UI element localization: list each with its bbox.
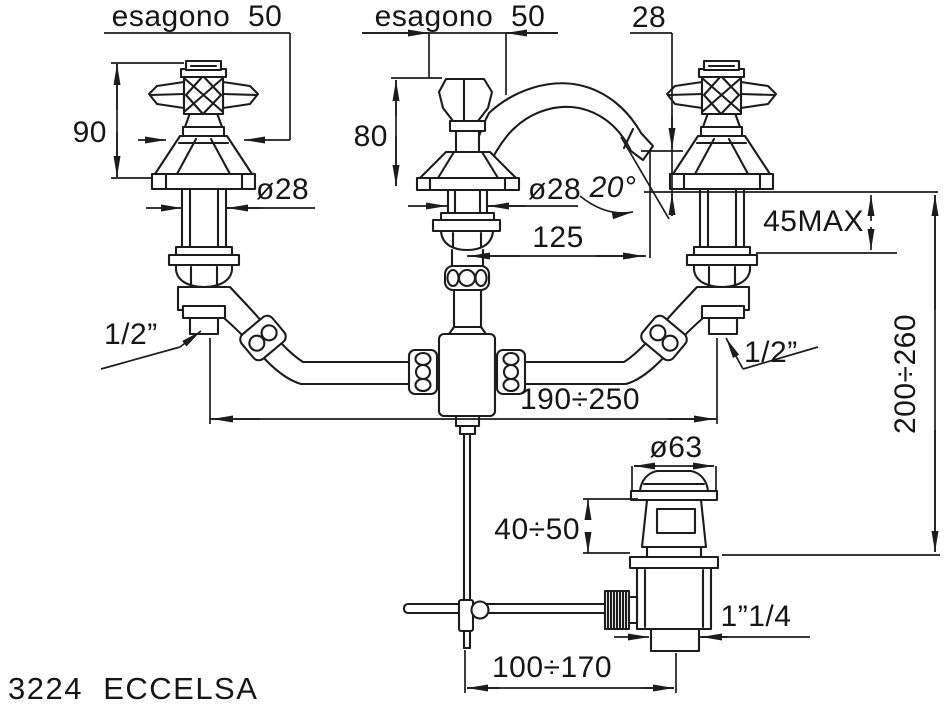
dim-label-connection-left: 1/2” bbox=[104, 318, 158, 351]
left-supply-pipe bbox=[176, 285, 415, 386]
spout-escutcheon-plate bbox=[431, 218, 502, 233]
dim-label-waste-thread: 1”1/4 bbox=[721, 600, 792, 633]
cross-nut-right bbox=[495, 348, 527, 396]
drain-assembly bbox=[603, 469, 720, 653]
spout-column bbox=[431, 187, 502, 336]
dim-label-left-height: 90 bbox=[73, 116, 107, 149]
dim-connection-left: 1/2” bbox=[100, 318, 202, 370]
product-code-title: 3224 ECCELSA bbox=[8, 671, 258, 706]
spout-cap-collar bbox=[448, 119, 487, 133]
dim-label-inlet-centers: 190÷250 bbox=[520, 383, 640, 416]
dim-lever-span: 100÷170 bbox=[464, 650, 677, 693]
dim-label-spout-reach: 125 bbox=[532, 221, 584, 254]
waste-tailpiece bbox=[649, 627, 701, 653]
lever-rod bbox=[402, 598, 610, 633]
dim-label-hex-left: esagono 50 bbox=[112, 0, 283, 33]
lever-joint-collar bbox=[457, 598, 475, 633]
overflow-window bbox=[655, 507, 697, 535]
knob-collar bbox=[627, 595, 639, 625]
cross-fitting bbox=[407, 332, 527, 436]
spout bbox=[415, 77, 655, 192]
knurl-hatching bbox=[606, 590, 628, 630]
lever-horizontal-rod bbox=[402, 602, 610, 615]
dim-label-supply-length: 200÷260 bbox=[889, 314, 922, 434]
right-supply-pipe bbox=[512, 285, 751, 386]
dim-deck-max: 45MAX bbox=[644, 191, 938, 254]
waste-main-body bbox=[635, 566, 713, 631]
dim-label-deck-max: 45MAX bbox=[763, 205, 864, 238]
dim-label-lever-span: 100÷170 bbox=[492, 651, 612, 684]
dim-waste-cap-dia: ø63 bbox=[631, 431, 717, 491]
dim-connection-right: 1/2” bbox=[725, 336, 819, 370]
dim-spout-reach: 125 bbox=[467, 221, 646, 260]
dim-waste-thread: 1”1/4 bbox=[614, 600, 810, 641]
spout-hex-cap bbox=[437, 77, 494, 123]
waste-flange bbox=[628, 555, 720, 570]
spout-hex-nut bbox=[439, 229, 495, 252]
dim-label-dia-left: ø28 bbox=[256, 173, 309, 206]
dim-label-hex-center: esagono 50 bbox=[375, 0, 546, 33]
dim-label-dia-center: ø28 bbox=[528, 173, 581, 206]
left-valve bbox=[147, 59, 260, 289]
spout-arm bbox=[469, 82, 655, 168]
cross-bottom-stub2 bbox=[458, 424, 477, 436]
dim-label-waste-cap-dia: ø63 bbox=[649, 431, 702, 464]
waste-upper-body bbox=[640, 498, 708, 549]
dim-label-connection-right: 1/2” bbox=[744, 336, 798, 369]
dim-label-spout-height: 80 bbox=[354, 120, 388, 153]
dim-hex-center: esagono 50 bbox=[362, 0, 558, 95]
waste-band bbox=[645, 545, 703, 559]
cross-bottom-stub bbox=[454, 414, 481, 428]
dim-spout-height: 80 bbox=[354, 77, 442, 186]
cross-body bbox=[437, 332, 497, 418]
dim-spout-angle: 20° bbox=[579, 136, 670, 258]
dim-supply-length: 200÷260 bbox=[722, 195, 940, 556]
dim-hex-left: esagono 50 bbox=[104, 0, 291, 144]
spout-hex-base bbox=[415, 176, 521, 192]
dim-label-spout-angle: 20° bbox=[589, 171, 637, 204]
dim-inlet-centers: 190÷250 bbox=[209, 338, 718, 424]
dim-dia-left: ø28 bbox=[146, 173, 315, 212]
dim-outlet-drop: 28 bbox=[630, 1, 683, 216]
dimensions: esagono 50 esagono 50 28 90 bbox=[73, 0, 940, 693]
waste-plug-dome bbox=[638, 469, 710, 493]
cross-nut-left bbox=[407, 348, 439, 396]
dim-waste-depth: 40÷50 bbox=[494, 498, 638, 554]
spout-pedestal bbox=[418, 150, 518, 180]
lever-ball-joint bbox=[470, 600, 490, 620]
dim-dia-center: ø28 bbox=[408, 173, 581, 210]
dim-label-waste-depth: 40÷50 bbox=[494, 513, 580, 546]
dim-left-height: 90 bbox=[73, 62, 184, 179]
dim-label-outlet-drop: 28 bbox=[632, 1, 666, 34]
waste-cap-flange bbox=[629, 489, 719, 502]
